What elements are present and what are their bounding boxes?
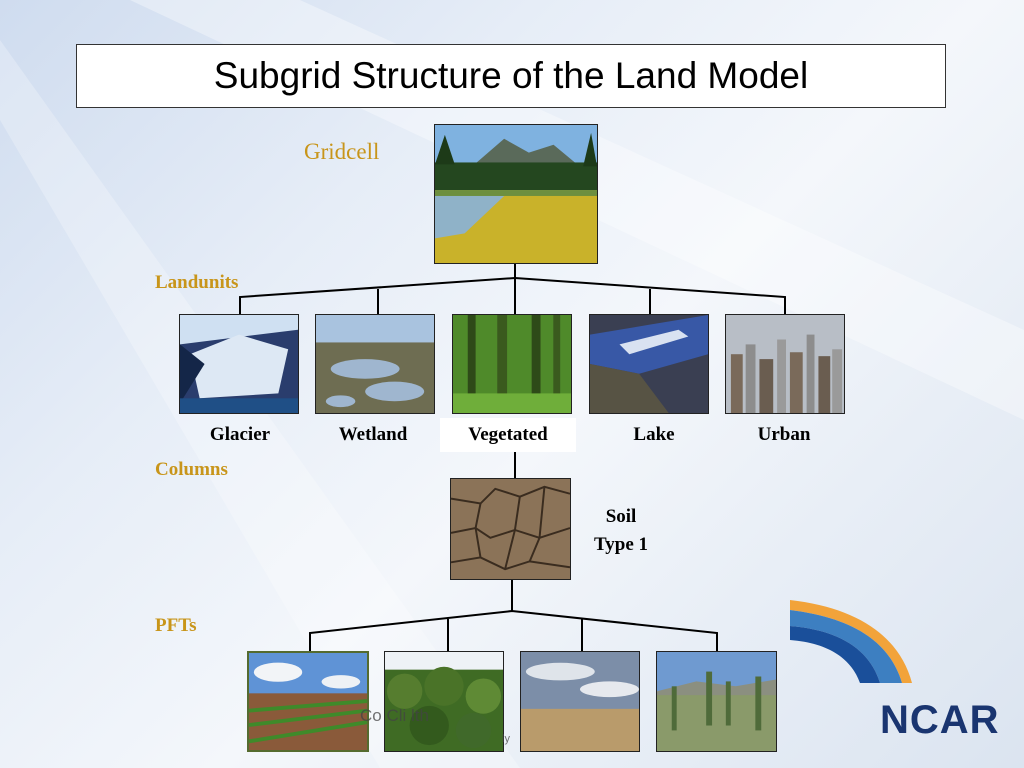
ncar-logo-text: NCAR — [880, 698, 1000, 742]
urban-image — [725, 314, 845, 414]
vegetated-highlight — [440, 418, 576, 452]
landunit-label-glacier: Glacier — [209, 424, 271, 445]
wetland-image — [315, 314, 435, 414]
lake-image — [589, 314, 709, 414]
pft-grassland-image — [520, 651, 640, 752]
soil-type-label: Soil Type 1 — [585, 503, 657, 559]
pft-forest-image — [384, 651, 504, 752]
landunit-label-wetland: Wetland — [338, 424, 408, 445]
slide-title: Subgrid Structure of the Land Model — [213, 55, 809, 96]
glacier-image — [179, 314, 299, 414]
soil-image — [450, 478, 571, 580]
landunits-label: Landunits — [155, 272, 239, 293]
pfts-label: PFTs — [155, 615, 197, 636]
columns-label: Columns — [155, 459, 228, 480]
soil-label-line2: Type 1 — [593, 534, 648, 555]
ncar-logo-swoosh-icon — [790, 600, 912, 683]
title-box: Subgrid Structure of the Land Model — [76, 44, 946, 108]
soil-label-line1: Soil — [605, 506, 637, 527]
gridcell-image — [434, 124, 598, 264]
gridcell-label: Gridcell — [304, 139, 380, 164]
pft-crop-image — [247, 651, 369, 752]
landunit-label-vegetated: Vegetated — [468, 424, 548, 445]
pft-desert-image — [656, 651, 777, 752]
landunit-label-urban: Urban — [757, 424, 811, 445]
landunit-label-lake: Lake — [633, 424, 675, 445]
footer-ghost-text: Co Cli lth — [360, 706, 429, 725]
footer-ghost-text-small: ly — [502, 733, 510, 745]
vegetated-image — [452, 314, 572, 414]
